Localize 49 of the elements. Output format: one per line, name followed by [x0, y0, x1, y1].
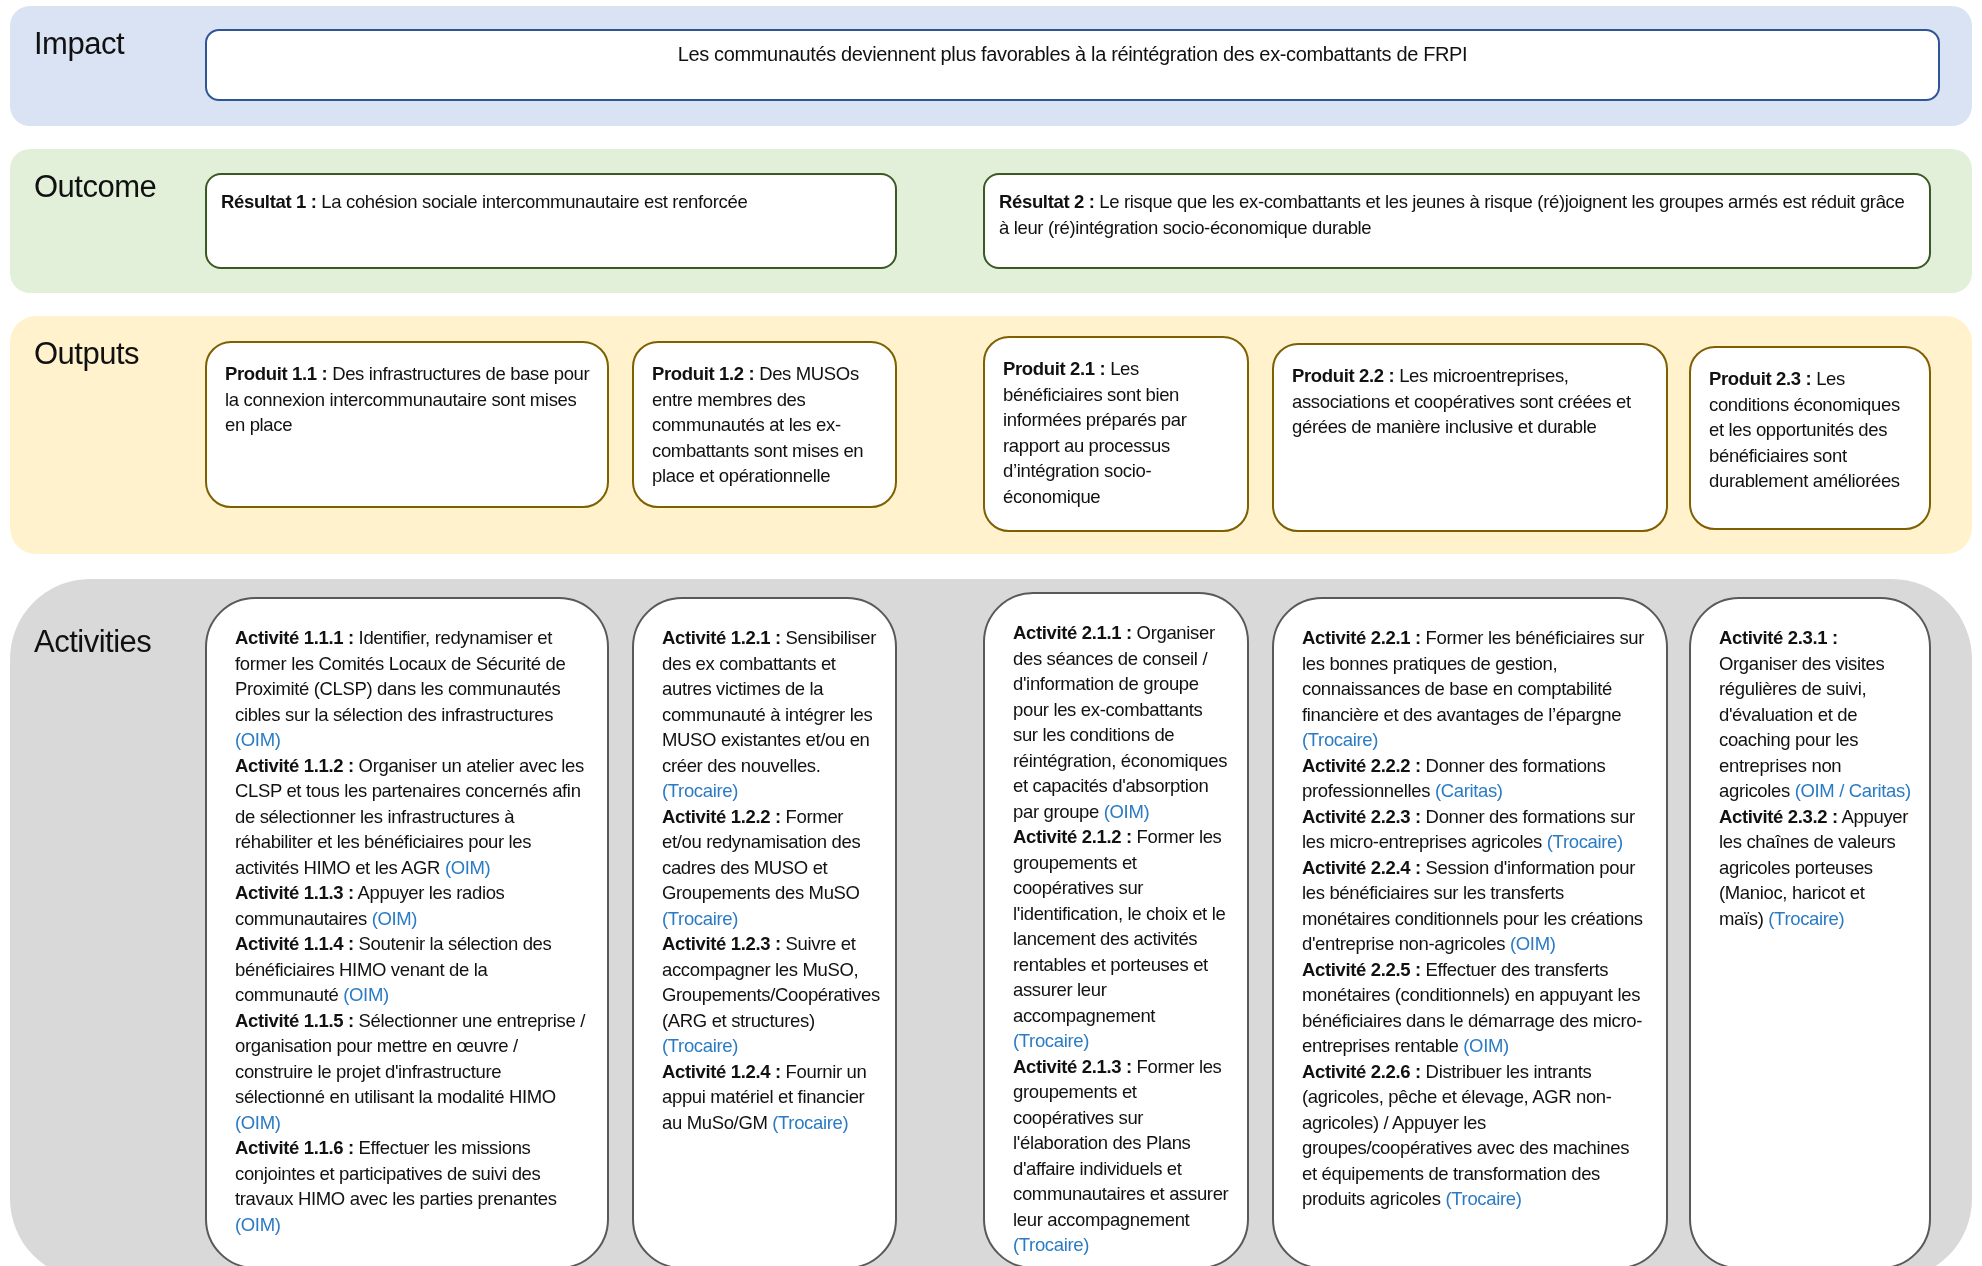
activities-band [10, 579, 1972, 1266]
activity-text: Activité 2.3.2 : Appuyer les chaînes de valeurs agricoles porteuses (Manioc, haricot et maïs) (Trocaire) [1719, 804, 1910, 931]
activity-text: Activité 2.1.3 : Former les groupements et coopératives sur l'élaboration des Plans d'affaire individuels et communautaires et assurer leur accompagnement (Trocaire) [1013, 1054, 1229, 1258]
activity-text: Activité 1.1.4 : Soutenir la sélection des bénéficiaires HIMO venant de la communauté (OIM) [235, 932, 553, 1008]
activity-box [1272, 597, 1668, 1266]
activity-box [205, 597, 609, 1266]
activity-text: Activité 1.1.1 : Identifier, redynamiser et former les Comités Locaux de Sécurité de Proximité (CLSP) dans les communautés cibles sur la sélection des infrastructures (OIM) [235, 626, 567, 753]
activity-text: Activité 1.1.2 : Organiser un atelier avec les CLSP et tous les partenaires concernés afin de sélectionner les infrastructures à réhabiliter et les bénéficiaires pour les activités HIMO et les AGR (OIM) [235, 753, 585, 880]
activity-text: Activité 1.1.5 : Sélectionner une entreprise / organisation pour mettre en œuvre / construire le projet d'infrastructure sélectionné en utilisant la modalité HIMO (OIM) [235, 1008, 587, 1135]
activity-box [1689, 597, 1931, 1266]
statement-text: Produit 1.2 : Des MUSOs entre membres des communautés at les ex-combattants sont mises en place et opérationnelle [652, 362, 865, 489]
activity-text: Activité 1.2.1 : Sensibiliser des ex combattants et autres victimes de la communauté à intégrer les MUSO existantes et/ou en créer des nouvelles. (Trocaire) [662, 626, 877, 804]
outputs-band [10, 316, 1972, 554]
activity-text: Activité 2.2.1 : Former les bénéficiaires sur les bonnes pratiques de gestion, connaissances de base en comptabilité financière et des avantages de l’épargne (Trocaire) [1302, 626, 1646, 753]
activity-text: Activité 1.1.3 : Appuyer les radios communautaires (OIM) [235, 881, 506, 931]
statement-text: Produit 2.3 : Les conditions économiques et les opportunités des bénéficiaires sont durablement améliorées [1709, 367, 1901, 494]
output-box [205, 341, 609, 508]
output-box [983, 336, 1249, 532]
activity-text: Activité 1.2.4 : Fournir un appui matériel et financier au MuSo/GM (Trocaire) [662, 1059, 868, 1135]
activity-text: Activité 1.1.6 : Effectuer les missions conjointes et participatives de suivi des travaux HIMO avec les parties prenantes (OIM) [235, 1136, 558, 1237]
activity-box [632, 597, 897, 1266]
activity-box [983, 592, 1249, 1266]
outcome-box [983, 173, 1931, 269]
statement-text: Produit 2.2 : Les microentreprises, associations et coopératives sont créées et gérées de manière inclusive et durable [1292, 364, 1632, 440]
output-box [1272, 343, 1668, 532]
activity-text: Activité 1.2.2 : Former et/ou redynamisation des cadres des MUSO et Groupements des MuSO (Trocaire) [662, 804, 862, 931]
band-title: Activities [34, 624, 152, 660]
impact-band [10, 6, 1972, 126]
outcome-band [10, 149, 1972, 293]
activity-text: Activité 2.2.6 : Distribuer les intrants (agricoles, pêche et élevage, AGR non-agricoles) / Appuyer les groupes/coopératives avec des machines et équipements de transformation des produits agricoles (Trocaire) [1302, 1059, 1631, 1212]
statement-text: Produit 2.1 : Les bénéficiaires sont bien informées préparés par rapport au processus d’intégration socio-économique [1003, 357, 1188, 509]
activity-text: Activité 2.2.4 : Session d'information pour les bénéficiaires sur les transferts monétaires conditionnels pour les créations d'entreprise non-agricoles (OIM) [1302, 855, 1644, 957]
impact-box [205, 29, 1940, 101]
activity-text: Activité 2.1.2 : Former les groupements et coopératives sur l'identification, le choix et le lancement des activités rentables et porteuses et assurer leur accompagnement (Trocaire) [1013, 825, 1227, 1054]
activity-text: Activité 2.2.3 : Donner des formations sur les micro-entreprises agricoles (Trocaire) [1302, 804, 1636, 855]
band-title: Outputs [34, 336, 140, 372]
band-title: Outcome [34, 169, 157, 205]
activity-text: Activité 2.2.5 : Effectuer des transferts monétaires (conditionnels) en appuyant les bénéficiaires dans le démarrage des micro-entreprises rentable (OIM) [1302, 957, 1644, 1059]
output-box [632, 341, 897, 508]
band-title: Impact [34, 26, 125, 62]
statement-text: Les communautés deviennent plus favorables à la réintégration des ex-combattants de FRPI [676, 42, 1469, 67]
activity-text: Activité 2.1.1 : Organiser des séances de conseil / d'information de groupe pour les ex-combattants sur les conditions de réintégration, économiques et capacités d'absorption par groupe (OIM) [1013, 621, 1229, 824]
activity-text: Activité 2.2.2 : Donner des formations professionnelles (Caritas) [1302, 753, 1607, 804]
statement-text: Produit 1.1 : Des infrastructures de base pour la connexion intercommunautaire sont mises en place [225, 362, 591, 438]
outcome-box [205, 173, 897, 269]
statement-text: Résultat 2 : Le risque que les ex-combattants et les jeunes à risque (ré)joignent les groupes armés est réduit grâce à leur (ré)intégration socio-économique durable [999, 190, 1906, 240]
output-box [1689, 346, 1931, 530]
activity-text: Activité 2.3.1 : Organiser des visites régulières de suivi, d'évaluation et de coaching pour les entreprises non agricoles (OIM / Caritas) [1719, 626, 1911, 804]
statement-text: Résultat 1 : La cohésion sociale intercommunautaire est renforcée [221, 190, 749, 214]
